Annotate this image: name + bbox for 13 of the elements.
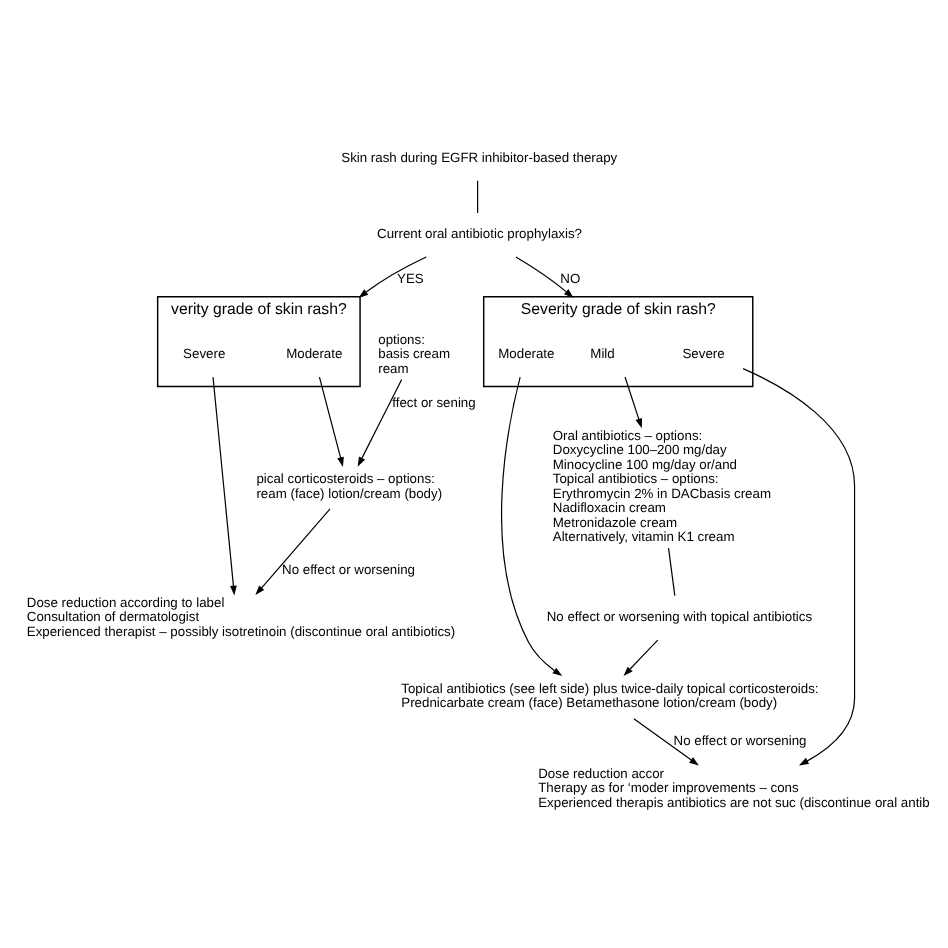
arrow [358,255,427,297]
arrow [515,255,574,298]
arrow [633,717,699,765]
connector [667,546,676,596]
arrow [742,367,856,765]
arrow [624,375,642,428]
arrow [501,375,563,675]
arrow [623,638,659,676]
arrow [212,375,237,595]
arrow [318,375,344,466]
arrow [357,377,403,466]
connector [477,179,479,213]
arrow [255,507,331,594]
